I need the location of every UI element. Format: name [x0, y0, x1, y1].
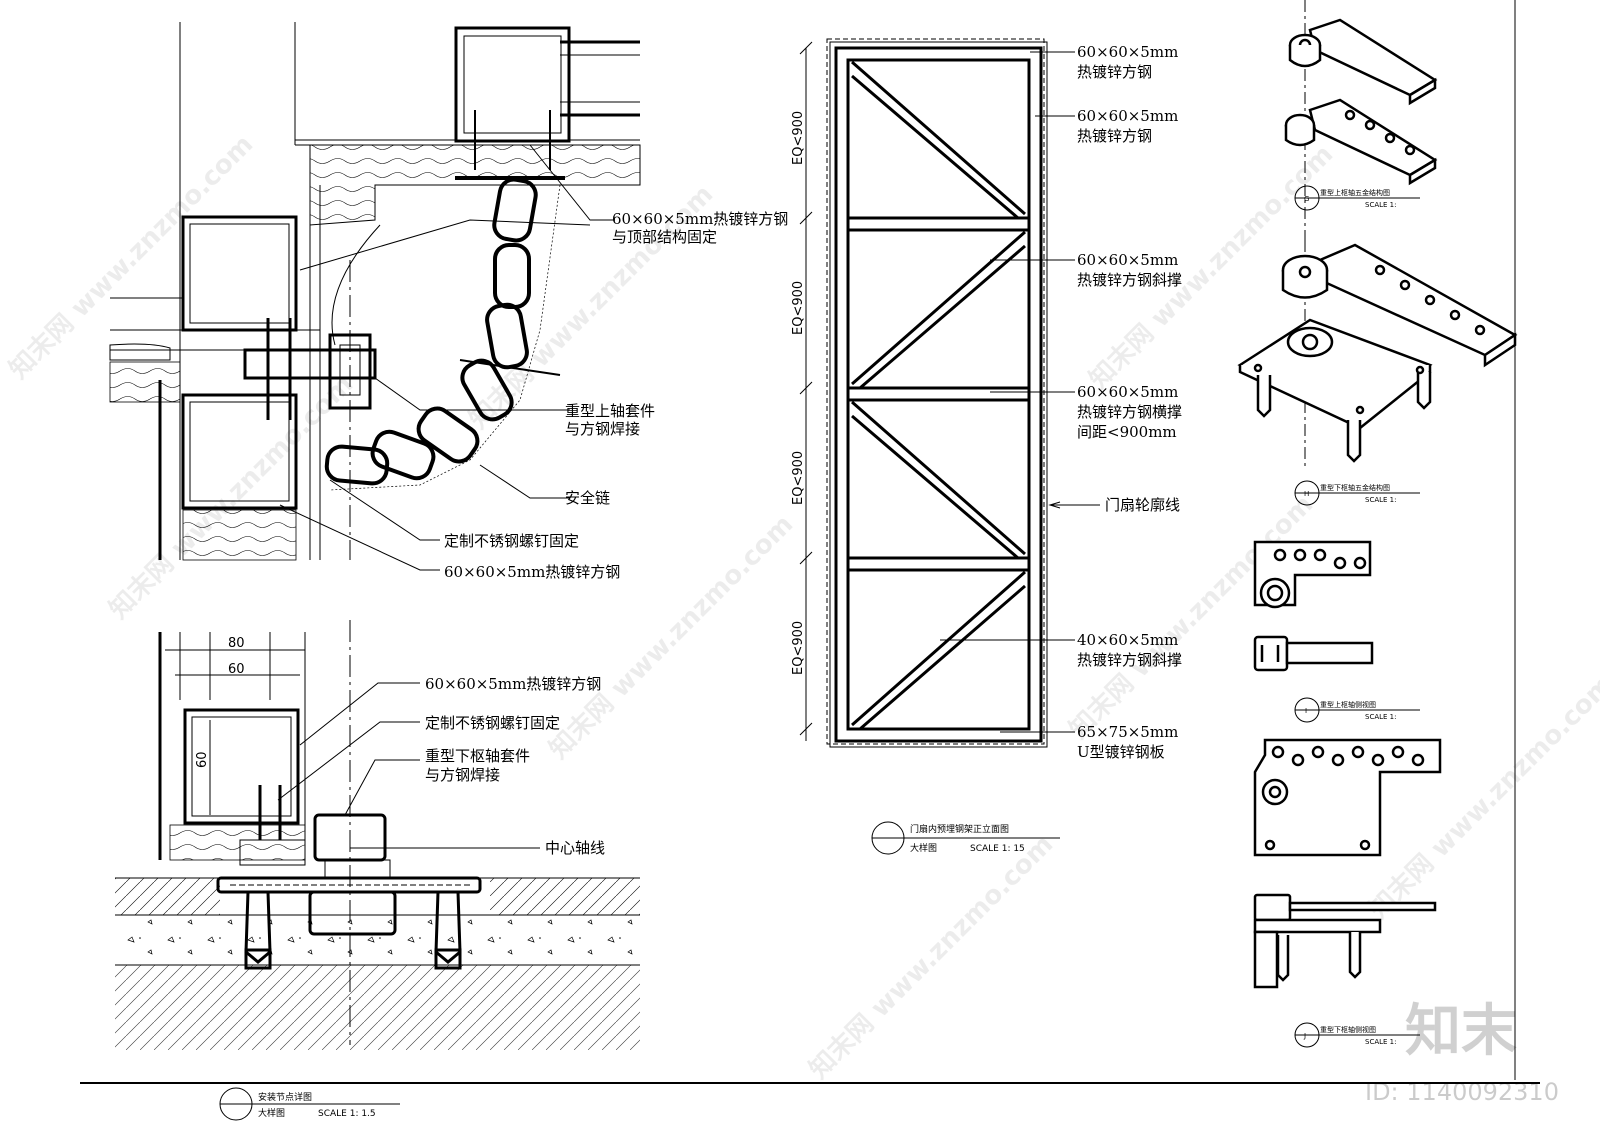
label-upper-pivot: 重型上轴套件	[565, 402, 655, 420]
dim-80: 80	[228, 636, 245, 651]
lower-pivot-side-view	[1253, 738, 1442, 989]
frame-label-3-b: 热镀锌方钢斜撑	[1077, 271, 1182, 289]
frame-label-2-a: 60×60×5mm	[1077, 107, 1178, 125]
label-lower-pivot: 重型下枢轴套件	[425, 747, 530, 765]
detail-subtitle: 大样图	[258, 1107, 285, 1119]
frame-dim-4: EQ<900	[791, 621, 806, 675]
frame-label-4-c: 间距<900mm	[1077, 423, 1177, 441]
hw-J-title: 重型下枢轴侧视图	[1320, 1025, 1376, 1034]
hw-G-scale: SCALE 1:	[1365, 201, 1396, 209]
label-top-steel: 60×60×5mm热镀锌方钢	[612, 210, 788, 228]
door-frame-elevation: EQ<900 EQ<900 EQ<900 EQ<900	[791, 38, 1100, 748]
frame-title-block: 门扇内预埋钢架正立面图 大样图 SCALE 1: 15	[871, 821, 1060, 855]
hw-I-scale: SCALE 1:	[1365, 713, 1396, 721]
upper-detail-labels: 60×60×5mm热镀锌方钢 与顶部结构固定 重型上轴套件 与方钢焊接 安全链 …	[444, 210, 788, 581]
upper-pivot-detail	[109, 22, 641, 571]
detail-scale: SCALE 1: 1.5	[318, 1109, 376, 1119]
frame-label-6-b: 热镀锌方钢斜撑	[1077, 651, 1182, 669]
frame-label-3-a: 60×60×5mm	[1077, 251, 1178, 269]
dim-60: 60	[228, 662, 245, 677]
hw-J-scale: SCALE 1:	[1365, 1038, 1396, 1046]
hw-I-letter: I	[1305, 707, 1307, 715]
watermark-text: 知末网 www.znzmo.com	[1064, 489, 1319, 744]
label-side-steel: 60×60×5mm热镀锌方钢	[444, 563, 620, 581]
label-axis: 中心轴线	[545, 839, 605, 857]
frame-labels: 60×60×5mm 热镀锌方钢 60×60×5mm 热镀锌方钢 60×60×5m…	[1077, 43, 1182, 761]
watermark-text: 知末网 www.znzmo.com	[544, 509, 799, 764]
lower-pivot-hardware	[1237, 243, 1518, 463]
frame-title: 门扇内预埋钢架正立面图	[910, 823, 1009, 835]
lower-pivot-detail: 80 60 60	[115, 620, 640, 1050]
brand-watermark: 知末 ID: 1140092310	[1365, 999, 1559, 1106]
frame-dim-1: EQ<900	[791, 111, 806, 165]
label-screw: 定制不锈钢螺钉固定	[444, 532, 579, 550]
frame-scale: SCALE 1: 15	[970, 844, 1025, 854]
label-bottom-screw: 定制不锈钢螺钉固定	[425, 714, 560, 732]
hardware-G-title: G 重型上枢轴五金结构图 SCALE 1:	[1294, 185, 1420, 211]
brand-logo-text: 知末	[1405, 999, 1517, 1064]
hw-I-title: 重型上枢轴侧视图	[1320, 700, 1376, 709]
hw-J-letter: J	[1303, 1032, 1306, 1040]
label-top-steel-2: 与顶部结构固定	[612, 228, 717, 246]
hw-G-title: 重型上枢轴五金结构图	[1320, 188, 1390, 197]
left-square-steel	[181, 215, 298, 332]
lower-square-steel	[181, 393, 298, 510]
frame-label-7-b: U型镀锌钢板	[1077, 743, 1165, 761]
top-square-steel	[454, 26, 571, 143]
frame-subtitle: 大样图	[910, 842, 937, 854]
label-upper-pivot-2: 与方钢焊接	[565, 420, 640, 438]
label-lower-pivot-2: 与方钢焊接	[425, 766, 500, 784]
hw-H-title: 重型下枢轴五金结构图	[1320, 483, 1390, 492]
hardware-H-title: H 重型下枢轴五金结构图 SCALE 1:	[1294, 480, 1420, 506]
label-chain: 安全链	[565, 489, 610, 507]
watermark-text: 知末网 www.znzmo.com	[1364, 669, 1600, 924]
hardware-J-title: J 重型下枢轴侧视图 SCALE 1:	[1294, 1022, 1420, 1048]
bottom-square-steel	[183, 708, 300, 825]
frame-label-1-a: 60×60×5mm	[1077, 43, 1178, 61]
watermark-text: 知末网 www.znzmo.com	[4, 129, 259, 384]
watermark-text: 知末网 www.znzmo.com	[804, 829, 1059, 1084]
frame-label-6-a: 40×60×5mm	[1077, 631, 1178, 649]
frame-label-2-b: 热镀锌方钢	[1077, 127, 1152, 145]
hardware-I-title: I 重型上枢轴侧视图 SCALE 1:	[1294, 697, 1420, 723]
frame-label-1-b: 热镀锌方钢	[1077, 63, 1152, 81]
safety-chain	[324, 177, 538, 486]
upper-pivot-side-view	[1253, 540, 1374, 672]
frame-label-4-a: 60×60×5mm	[1077, 383, 1178, 401]
hw-H-letter: H	[1304, 490, 1309, 498]
frame-label-4-b: 热镀锌方钢横撑	[1077, 403, 1182, 421]
dim-60-v: 60	[195, 751, 210, 768]
detail-title-block: 安装节点详图 大样图 SCALE 1: 1.5	[80, 1082, 1540, 1121]
hw-H-scale: SCALE 1:	[1365, 496, 1396, 504]
upper-pivot-hardware	[1284, 18, 1438, 186]
hw-G-letter: G	[1304, 195, 1309, 203]
frame-label-7-a: 65×75×5mm	[1077, 723, 1178, 741]
frame-dim-2: EQ<900	[791, 281, 806, 335]
lower-detail-labels: 60×60×5mm热镀锌方钢 定制不锈钢螺钉固定 重型下枢轴套件 与方钢焊接 中…	[425, 675, 605, 857]
detail-title: 安装节点详图	[258, 1091, 312, 1103]
frame-dim-3: EQ<900	[791, 451, 806, 505]
brand-id: ID: 1140092310	[1365, 1078, 1559, 1106]
upper-pivot-block	[243, 348, 377, 380]
frame-label-5: 门扇轮廓线	[1105, 496, 1180, 514]
label-bottom-steel: 60×60×5mm热镀锌方钢	[425, 675, 601, 693]
watermark-text: 知末网 www.znzmo.com	[104, 369, 359, 624]
